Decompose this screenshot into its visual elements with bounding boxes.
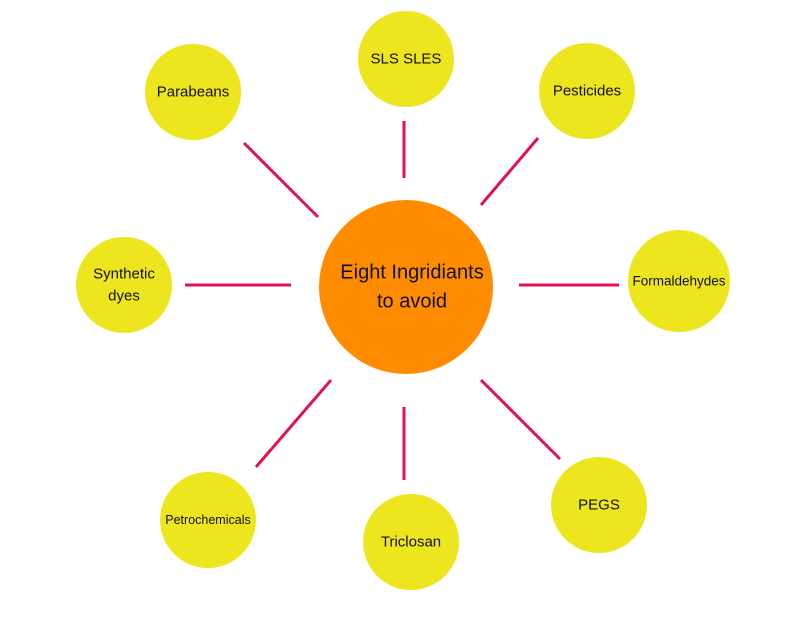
node-triclosan: Triclosan xyxy=(363,494,459,590)
circle-pesticides xyxy=(539,43,635,139)
formaldehydes-label-line-1: Formaldehydes xyxy=(632,274,725,289)
circle-synthetic-dyes xyxy=(76,237,172,333)
connector-petrochemicals xyxy=(254,379,333,468)
circle-pegs xyxy=(551,457,647,553)
pegs-label-line-1: PEGS xyxy=(578,497,620,514)
center-circle xyxy=(319,200,493,374)
node-petrochemicals: Petrochemicals xyxy=(160,472,256,568)
synthetic-dyes-label-line-1: Synthetic xyxy=(93,266,155,283)
circle-triclosan xyxy=(363,494,459,590)
node-parabens: Parabeans xyxy=(145,44,241,140)
center-label-line-1: Eight Ingridiants xyxy=(340,262,483,284)
circle-sls-sles xyxy=(358,11,454,107)
nodes: Eight Ingridiants to avoid SLS SLES Pestici… xyxy=(76,11,730,590)
circle-petrochemicals xyxy=(160,472,256,568)
connector-parabens xyxy=(242,141,320,219)
center-label-line-2: to avoid xyxy=(377,291,447,313)
connector-pegs xyxy=(479,378,562,461)
node-pesticides: Pesticides xyxy=(539,43,635,139)
petrochemicals-label-line-1: Petrochemicals xyxy=(165,513,250,527)
synthetic-dyes-label-line-2: dyes xyxy=(108,288,140,305)
connector-pesticides xyxy=(479,137,540,206)
parabens-label-line-1: Parabeans xyxy=(157,84,230,101)
node-pegs: PEGS xyxy=(551,457,647,553)
circle-parabens xyxy=(145,44,241,140)
node-synthetic-dyes: Synthetic dyes xyxy=(76,237,172,333)
node-formaldehydes: Formaldehydes xyxy=(628,230,730,332)
circle-formaldehydes xyxy=(628,230,730,332)
sls-sles-label-line-1: SLS SLES xyxy=(371,51,442,68)
pesticides-label-line-1: Pesticides xyxy=(553,83,621,100)
center-node: Eight Ingridiants to avoid xyxy=(319,200,493,374)
triclosan-label-line-1: Triclosan xyxy=(381,534,441,551)
connectors xyxy=(185,121,619,480)
node-sls-sles: SLS SLES xyxy=(358,11,454,107)
